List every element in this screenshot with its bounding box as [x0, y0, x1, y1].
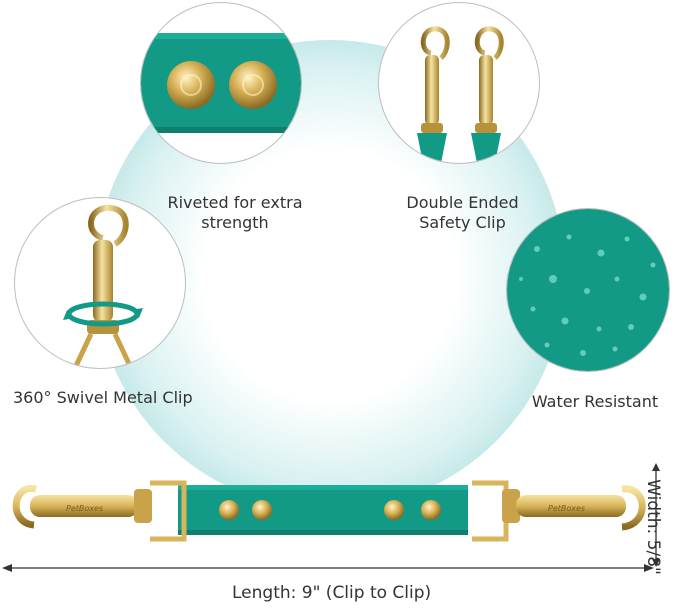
rivets-closeup-image — [141, 33, 301, 133]
left-clip-brand-stamp: PetBoxes — [66, 504, 103, 513]
water-resistant-caption: Water Resistant — [531, 392, 659, 411]
strap-rivet-4 — [421, 500, 441, 520]
length-label: Length: 9" (Clip to Clip) — [232, 583, 432, 603]
riveted-caption: Riveted for extra strength — [150, 193, 320, 233]
double-ended-caption-line2: Safety Clip — [419, 213, 506, 232]
riveted-caption-line2: strength — [201, 213, 269, 232]
clip-left-icon — [417, 26, 450, 163]
clip-right-icon — [471, 26, 504, 163]
rivet-right — [229, 61, 277, 109]
coupler-leash-image: PetBoxes PetBoxes — [2, 463, 660, 572]
right-snap-clip-icon: PetBoxes — [472, 480, 646, 542]
rivet-left — [167, 61, 215, 109]
strap-rivet-1 — [219, 500, 239, 520]
water-drops-icon — [519, 234, 656, 356]
right-clip-brand-stamp: PetBoxes — [548, 504, 585, 513]
length-arrow — [2, 564, 654, 572]
double-clip-detail-circle — [378, 2, 540, 164]
water-drops-image — [507, 209, 669, 371]
left-snap-clip-icon: PetBoxes — [12, 480, 187, 542]
leash-strap — [178, 485, 468, 535]
water-detail-circle — [506, 208, 670, 372]
rotation-arrow-icon — [63, 301, 143, 327]
double-clip-image — [417, 26, 504, 163]
swivel-clip-image — [63, 204, 143, 368]
strap-rivet-3 — [384, 500, 404, 520]
riveted-caption-line1: Riveted for extra — [167, 193, 303, 212]
width-label: Width: 5/8" — [643, 479, 663, 575]
swivel-caption: 360° Swivel Metal Clip — [13, 388, 193, 407]
swivel-detail-circle — [14, 197, 186, 369]
strap-rivet-2 — [252, 500, 272, 520]
double-ended-caption-line1: Double Ended — [406, 193, 519, 212]
double-ended-caption: Double Ended Safety Clip — [390, 193, 535, 233]
width-bracket — [652, 463, 660, 567]
rivets-detail-circle — [140, 2, 302, 164]
